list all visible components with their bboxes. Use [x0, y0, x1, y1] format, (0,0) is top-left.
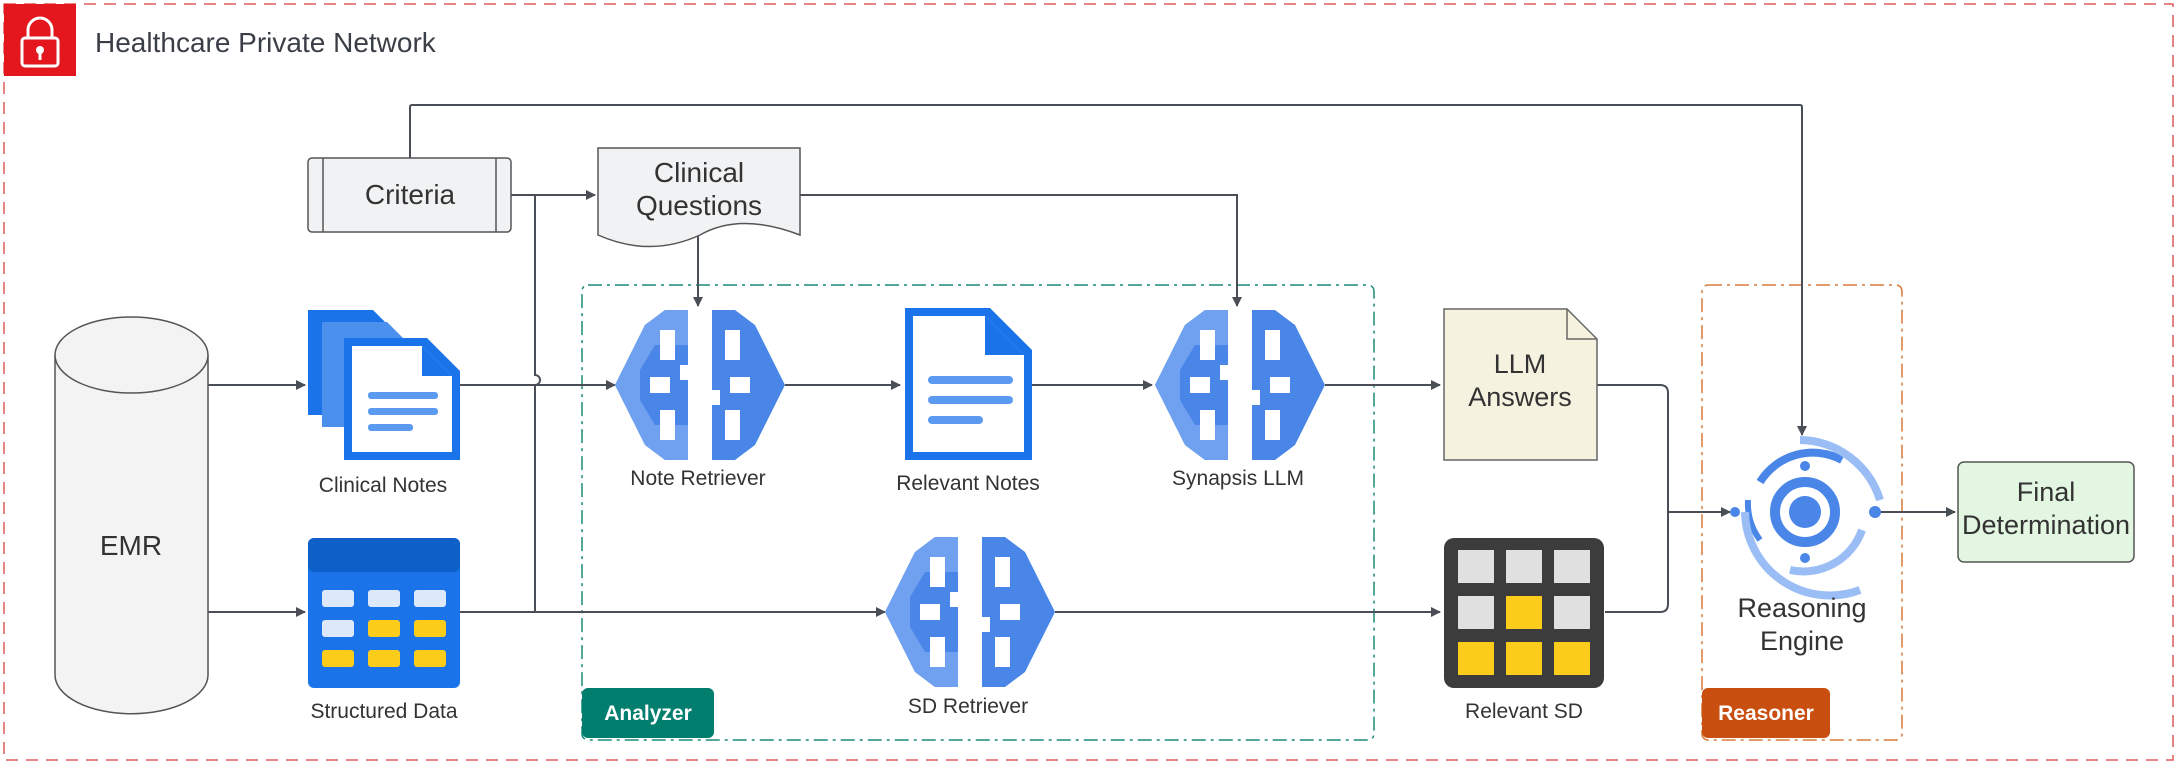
network-title: Healthcare Private Network: [95, 27, 437, 58]
analyzer-badge: [582, 688, 714, 738]
structured-data-label: Structured Data: [310, 700, 457, 723]
llm-answers-node: [1443, 308, 1598, 461]
lock-icon: [4, 4, 76, 76]
edge-answers-to-reasoning: [1597, 384, 1731, 517]
edge-criteria-to-reasoning: [409, 104, 1807, 436]
final-determination-node: [1957, 461, 2135, 563]
llm-answers-line1: LLM: [1494, 349, 1547, 379]
document-icon: [905, 308, 1032, 460]
clinical-notes-label: Clinical Notes: [319, 474, 447, 497]
brain-icon: [615, 310, 785, 460]
llm-answers-line2: Answers: [1468, 382, 1572, 412]
reasoner-label: Reasoner: [1718, 702, 1814, 725]
brain-icon: [885, 537, 1055, 687]
brain-icon: [1155, 310, 1325, 460]
note-retriever-label: Note Retriever: [630, 467, 765, 490]
criteria-label: Criteria: [365, 179, 456, 210]
reasoning-engine-line2: Engine: [1760, 626, 1844, 656]
document-icon: [308, 310, 460, 460]
grid-icon: [1444, 538, 1604, 688]
reasoner-badge: [1702, 688, 1830, 738]
relevant-sd-label: Relevant SD: [1465, 700, 1583, 723]
final-determination-line2: Determination: [1962, 510, 2130, 540]
analyzer-group: [581, 284, 1375, 741]
table-icon: [308, 538, 460, 688]
emr-database: [54, 316, 209, 715]
edge-relevant-sd-to-reasoning: [1605, 512, 1669, 613]
sd-retriever-label: SD Retriever: [908, 695, 1028, 718]
relevant-notes-label: Relevant Notes: [896, 472, 1040, 495]
clinical-questions-line1: Clinical: [654, 157, 744, 188]
emr-label: EMR: [100, 530, 162, 561]
reasoning-icon: [1730, 436, 1884, 600]
reasoning-engine-line1: Reasoning: [1737, 593, 1866, 623]
analyzer-label: Analyzer: [604, 702, 692, 725]
network-boundary: [3, 3, 2174, 761]
edge-questions-to-synapsis: [800, 194, 1242, 307]
final-determination-line1: Final: [2017, 477, 2076, 507]
clinical-questions-line2: Questions: [636, 190, 762, 221]
clinical-questions-node: [597, 147, 801, 248]
synapsis-llm-label: Synapsis LLM: [1172, 467, 1304, 490]
criteria-node: [307, 157, 512, 233]
